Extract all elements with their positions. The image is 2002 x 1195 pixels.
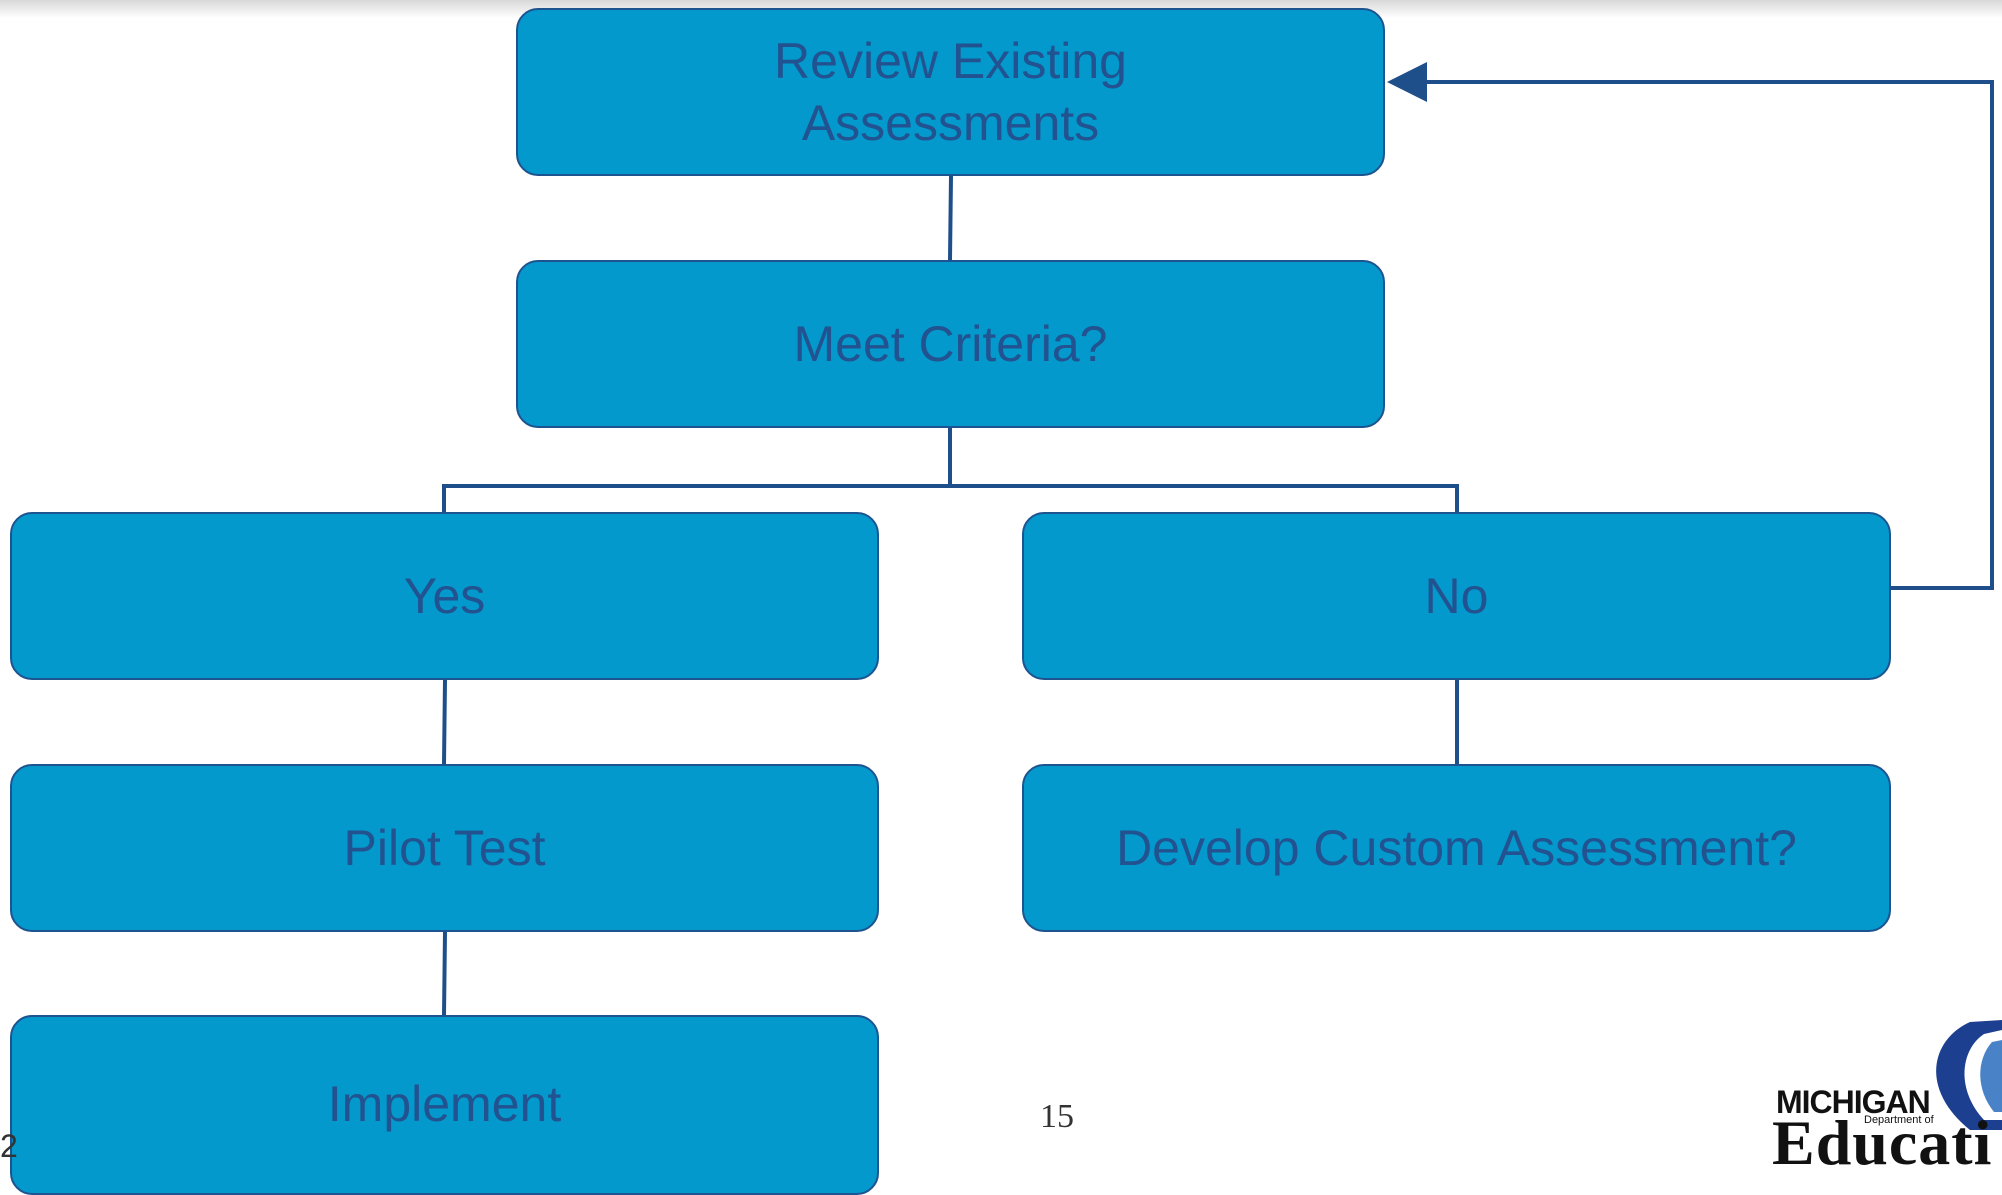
node-pilot-test: Pilot Test bbox=[10, 764, 879, 932]
node-review-label: Review Existing Assessments bbox=[774, 33, 1127, 151]
logo-department-text: Department of bbox=[1864, 1114, 1934, 1126]
node-review-existing-assessments: Review Existing Assessments bbox=[516, 8, 1385, 176]
page-number: 15 bbox=[1040, 1098, 1074, 1135]
edge-review-meet bbox=[948, 175, 953, 261]
edge-pilot-implement bbox=[442, 931, 447, 1016]
logo-education-text: Educati bbox=[1772, 1107, 1993, 1178]
node-yes-label: Yes bbox=[403, 568, 486, 624]
node-implement-label: Implement bbox=[327, 1076, 562, 1132]
michigan-education-logo: MICHIGAN Department of Educati bbox=[1770, 1020, 2002, 1178]
node-meet-label: Meet Criteria? bbox=[793, 316, 1108, 372]
edge-yes-pilot bbox=[442, 679, 447, 765]
edge-meet-no bbox=[950, 484, 1459, 512]
node-no: No bbox=[1022, 512, 1891, 680]
node-no-label: No bbox=[1424, 568, 1489, 624]
node-develop-label: Develop Custom Assessment? bbox=[1116, 820, 1797, 876]
node-develop-custom-assessment: Develop Custom Assessment? bbox=[1022, 764, 1891, 932]
node-implement: Implement bbox=[10, 1015, 879, 1195]
logo-michigan-text: MICHIGAN bbox=[1776, 1084, 1931, 1120]
node-yes: Yes bbox=[10, 512, 879, 680]
edge-no-review-feedback bbox=[1387, 62, 1994, 590]
footer-left-fragment: 2 bbox=[0, 1128, 18, 1164]
logo-swoosh-icon bbox=[1936, 1020, 2002, 1130]
node-pilot-label: Pilot Test bbox=[343, 820, 546, 876]
node-meet-criteria: Meet Criteria? bbox=[516, 260, 1385, 428]
edge-meet-yes-no bbox=[442, 428, 952, 512]
